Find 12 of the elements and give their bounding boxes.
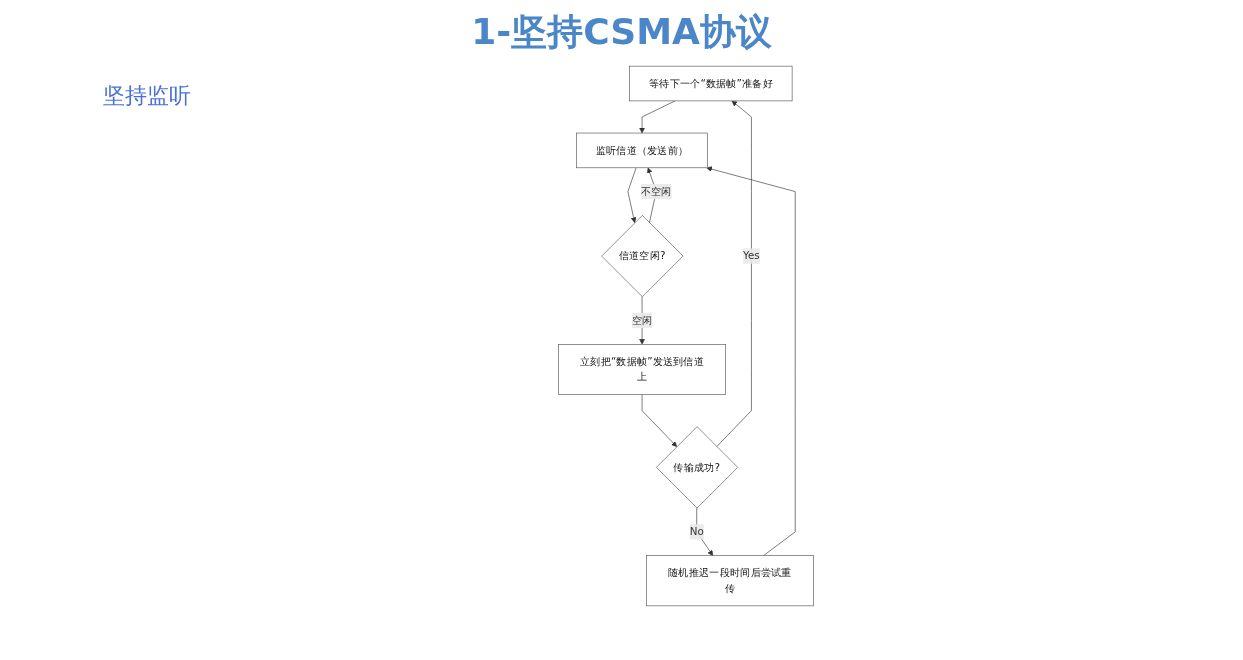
edge-label: 空闲 [631,314,652,327]
node-box: 立刻把“数据帧”发送到信道上 [557,344,726,395]
note-text: 坚持监听 [102,82,191,110]
title: 1-坚持CSMA协议 [470,10,773,54]
node-box: 随机推迟一段时间后尝试重传 [645,555,814,607]
edge-label: 不空闲 [640,185,672,198]
node-diamond: 信道空闲? [600,215,683,298]
node-box: 等待下一个“数据帧”准备好 [628,65,792,102]
edge-label: Yes [742,249,760,262]
node-diamond: 传输成功? [655,426,738,509]
edge-label: No [689,525,704,538]
node-box: 监听信道（发送前） [575,132,708,169]
